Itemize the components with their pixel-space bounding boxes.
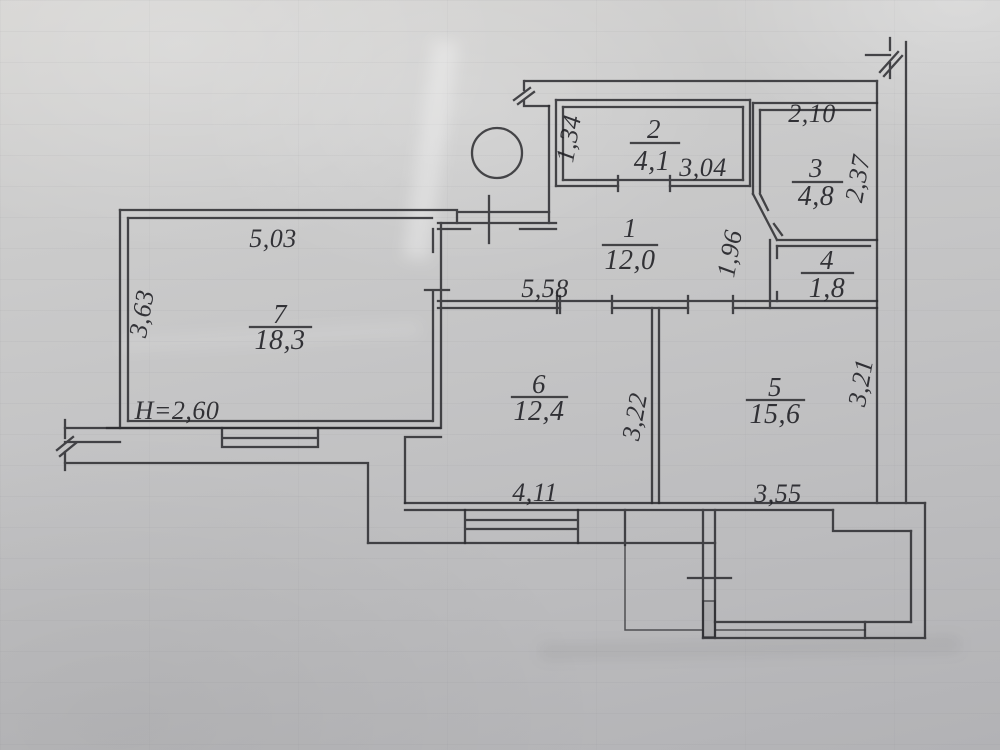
ceiling-height-label: H=2,60 bbox=[134, 396, 220, 425]
dim-5-58: 5,58 bbox=[521, 274, 569, 303]
room-7-area: 18,3 bbox=[255, 325, 306, 356]
room-7-number: 7 bbox=[273, 299, 288, 329]
dim-3-22: 3,22 bbox=[616, 391, 653, 444]
room-5-area: 15,6 bbox=[750, 399, 801, 430]
dim-3-21: 3,21 bbox=[842, 357, 879, 410]
room-5-number: 5 bbox=[768, 372, 782, 402]
room-4-area: 1,8 bbox=[809, 273, 846, 304]
room-3-area: 4,8 bbox=[798, 181, 835, 212]
room-6-number: 6 bbox=[532, 369, 546, 399]
dim-5-03: 5,03 bbox=[249, 224, 297, 253]
dim-4-11: 4,11 bbox=[512, 478, 558, 507]
dim-3-04: 3,04 bbox=[678, 153, 727, 182]
walls-thin-details bbox=[624, 544, 866, 638]
room-3-number: 3 bbox=[808, 153, 823, 183]
room-labels: 1 12,0 2 4,1 3 4,8 4 1,8 5 15,6 6 12,4 7 bbox=[248, 114, 855, 430]
room-2-area: 4,1 bbox=[634, 146, 671, 177]
room-1-area: 12,0 bbox=[605, 245, 656, 276]
dim-2-37: 2,37 bbox=[839, 152, 876, 204]
walls-interior bbox=[105, 98, 879, 545]
hole-punch bbox=[470, 126, 524, 180]
dim-1-96: 1,96 bbox=[711, 228, 748, 280]
room-2-number: 2 bbox=[647, 114, 661, 144]
room-6-area: 12,4 bbox=[514, 396, 565, 427]
dim-3-55: 3,55 bbox=[753, 479, 802, 508]
room-4-number: 4 bbox=[820, 245, 834, 275]
dim-2-10: 2,10 bbox=[788, 99, 836, 128]
room-1-number: 1 bbox=[623, 213, 637, 243]
